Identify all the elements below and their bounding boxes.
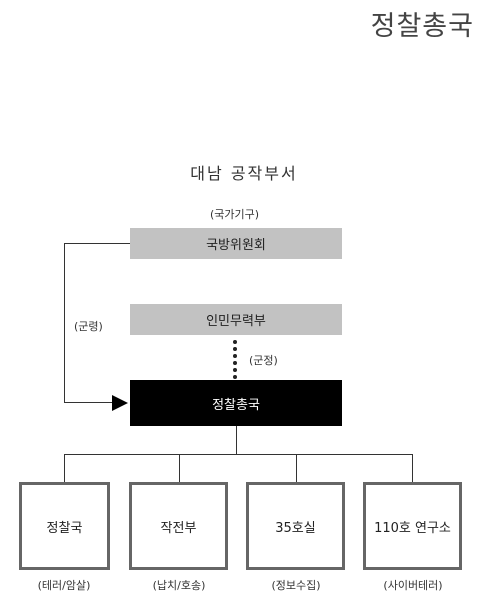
order-line-top: [64, 243, 130, 244]
subunit-role-operations: (납치/호송): [152, 579, 206, 592]
tree-trunk-line: [236, 426, 237, 454]
subunit-box-office35: 35호실: [246, 482, 345, 570]
military-order-label: (군령): [74, 320, 103, 333]
admin-dot: [233, 354, 237, 358]
tree-branch-line: [412, 454, 413, 482]
rgb-command-box: 정찰총국: [130, 380, 342, 426]
subunit-box-reconnaissance: 정찰국: [19, 482, 110, 570]
tree-branch-line: [296, 454, 297, 482]
order-line-bottom: [64, 402, 114, 403]
tree-horizontal-line: [64, 454, 412, 455]
subunit-role-office35: (정보수집): [271, 579, 321, 592]
state-organ-label: (국가기구): [210, 208, 260, 221]
arrow-head-icon: [112, 395, 128, 411]
subunit-box-lab110: 110호 연구소: [363, 482, 462, 570]
order-line-vertical: [64, 243, 65, 403]
admin-dot: [233, 368, 237, 372]
tree-branch-line: [179, 454, 180, 482]
admin-dot: [233, 361, 237, 365]
subunit-role-reconnaissance: (테러/암살): [37, 579, 91, 592]
admin-dot: [233, 347, 237, 351]
subunit-box-operations: 작전부: [129, 482, 228, 570]
admin-dot: [233, 340, 237, 344]
tree-branch-line: [64, 454, 65, 482]
diagram-subtitle: 대남 공작부서: [190, 164, 298, 183]
subunit-role-lab110: (사이버테러): [383, 579, 443, 592]
admin-dot: [233, 375, 237, 379]
defense-commission-box: 국방위원회: [130, 228, 342, 259]
military-admin-label: (군정): [249, 354, 278, 367]
page-title: 정찰총국: [370, 11, 474, 42]
armed-forces-ministry-box: 인민무력부: [130, 304, 342, 335]
